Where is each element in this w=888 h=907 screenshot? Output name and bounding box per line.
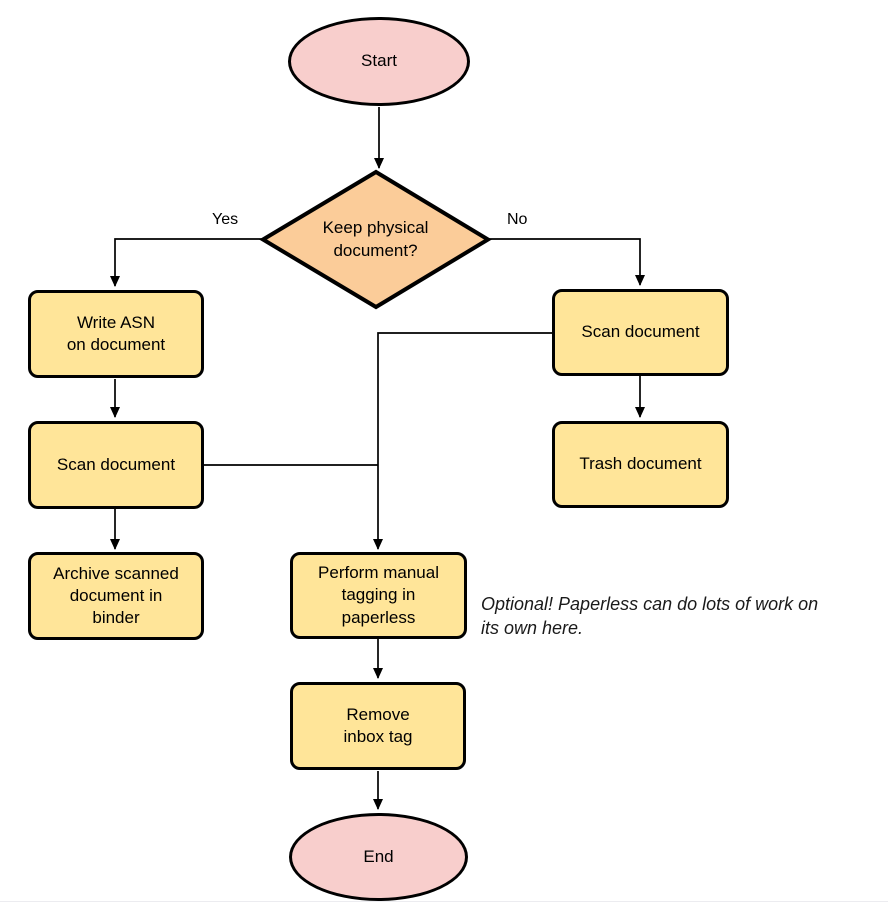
node-archive-binder: Archive scanned document in binder (28, 552, 204, 640)
node-start: Start (288, 17, 470, 106)
annotation-optional-note: Optional! Paperless can do lots of work … (481, 594, 819, 638)
node-remove-inbox-tag-label: Remove inbox tag (343, 704, 413, 746)
edge-label-no: No (505, 211, 530, 229)
node-decision: Keep physical document? (258, 167, 493, 312)
node-scan-document-left: Scan document (28, 421, 204, 509)
page-bottom-border (0, 901, 888, 902)
node-remove-inbox-tag: Remove inbox tag (290, 682, 466, 770)
node-manual-tagging-label: Perform manual tagging in paperless (318, 563, 439, 627)
edge-label-yes: Yes (210, 211, 241, 229)
node-scan-document-right: Scan document (552, 289, 729, 376)
node-end: End (289, 813, 468, 901)
decision-diamond-shape (259, 169, 492, 310)
node-scan-document-left-label: Scan document (56, 454, 176, 474)
node-archive-binder-label: Archive scanned document in binder (53, 563, 179, 628)
node-end-label: End (363, 846, 394, 866)
node-write-asn: Write ASN on document (28, 290, 204, 378)
node-trash-document-label: Trash document (579, 454, 702, 474)
node-trash-document: Trash document (552, 421, 729, 508)
node-write-asn-label: Write ASN on document (66, 312, 166, 354)
node-decision-label: Keep physical document? (322, 218, 429, 260)
node-scan-document-right-label: Scan document (581, 322, 700, 342)
node-manual-tagging: Perform manual tagging in paperless (290, 552, 467, 639)
node-start-label: Start (361, 51, 397, 71)
